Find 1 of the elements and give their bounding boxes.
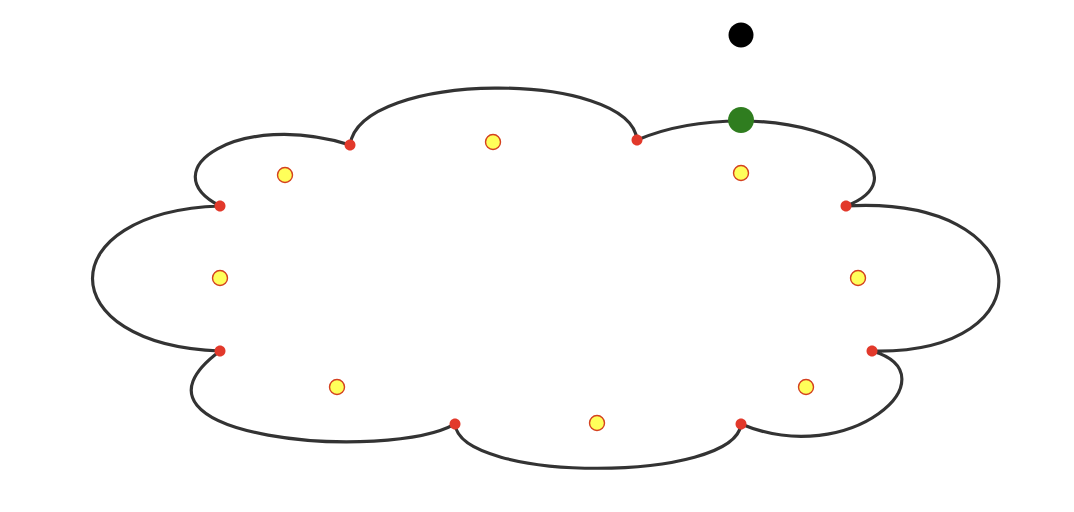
cloud-outline bbox=[90, 86, 1001, 470]
